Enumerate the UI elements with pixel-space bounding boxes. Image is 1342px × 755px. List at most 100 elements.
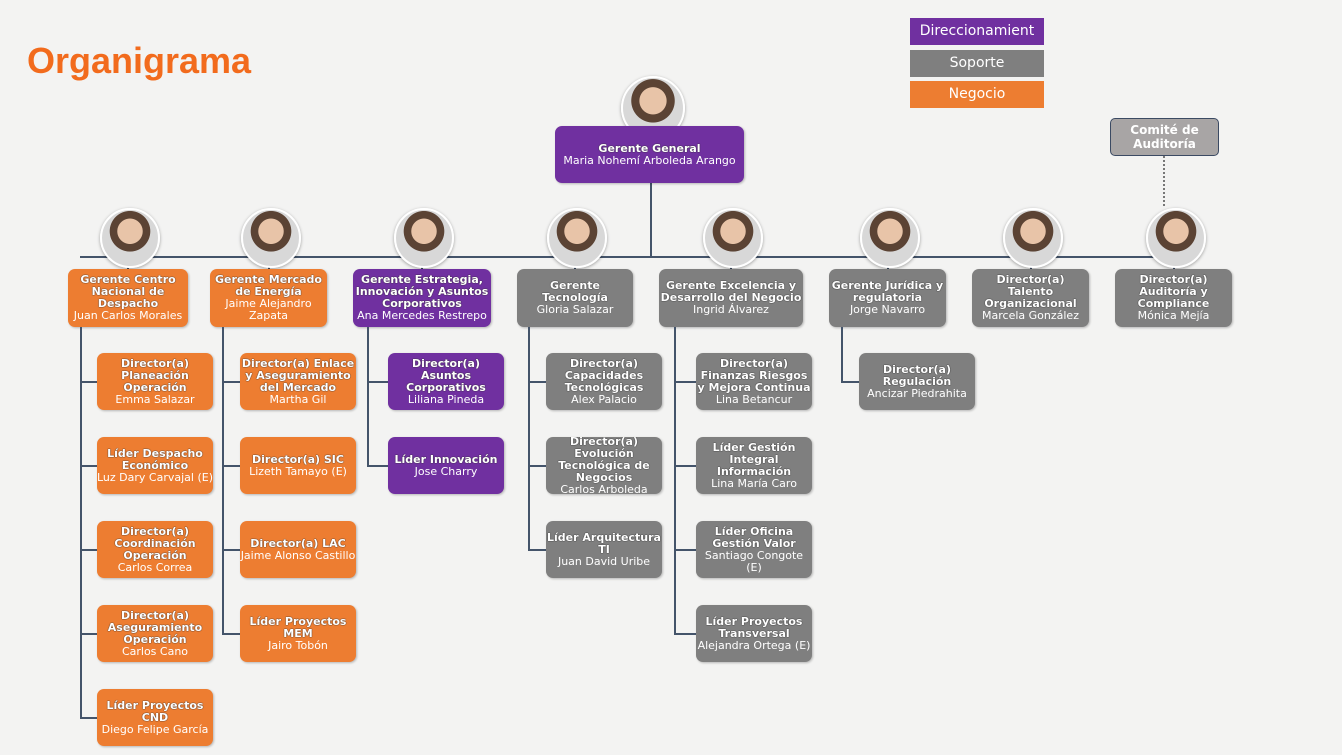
box-person-name: Ancizar Piedrahita bbox=[867, 386, 967, 400]
report-box[interactable]: Director(a) Evolución Tecnológica de Neg… bbox=[546, 437, 662, 494]
box-title: Gerente Centro Nacional de Despacho bbox=[80, 273, 176, 310]
box-title: Líder Gestión Integral Información bbox=[712, 440, 796, 478]
box-title: Director(a) Enlace y Aseguramiento del M… bbox=[241, 356, 355, 394]
box-title: Líder Oficina Gestión Valor bbox=[712, 524, 796, 550]
box-title: Líder Arquitectura TI bbox=[547, 530, 661, 556]
connector-line bbox=[528, 549, 546, 551]
report-box[interactable]: Director(a) Finanzas Riesgos y Mejora Co… bbox=[696, 353, 812, 410]
connector-line bbox=[222, 633, 240, 635]
box-person-name: Jairo Tobón bbox=[268, 638, 328, 652]
box-title: Líder Proyectos Transversal bbox=[705, 614, 803, 640]
box-person-name: Juan David Uribe bbox=[557, 554, 651, 568]
box-title: Director(a) Asuntos Corporativos bbox=[406, 356, 486, 394]
box-title: Gerente Tecnología bbox=[542, 279, 608, 304]
report-box[interactable]: Director(a) Enlace y Aseguramiento del M… bbox=[240, 353, 356, 410]
box-title: Director(a) Aseguramiento Operación bbox=[107, 608, 203, 646]
box-person-name: Martha Gil bbox=[269, 392, 327, 406]
box-person-name: Liliana Pineda bbox=[407, 392, 485, 406]
box-title: Líder Proyectos MEM bbox=[249, 614, 347, 640]
person-photo bbox=[1145, 208, 1206, 268]
connector-line bbox=[80, 465, 97, 467]
connector-line bbox=[367, 381, 388, 383]
box-title: Gerente Jurídica y regulatoria bbox=[831, 279, 944, 304]
connector-line bbox=[222, 465, 240, 467]
box-person-name: Emma Salazar bbox=[115, 392, 195, 406]
connector-line bbox=[674, 633, 696, 635]
connector-line bbox=[841, 381, 859, 383]
box-title: Director(a) Finanzas Riesgos y Mejora Co… bbox=[697, 356, 811, 394]
connector-line bbox=[528, 465, 546, 467]
connector-line bbox=[80, 327, 82, 718]
connector-line bbox=[674, 465, 696, 467]
box-person-name: Luz Dary Carvajal (E) bbox=[97, 470, 213, 484]
manager-box[interactable]: Gerente Excelencia y Desarrollo del Nego… bbox=[659, 269, 803, 327]
connector-line bbox=[222, 381, 240, 383]
box-title: Líder Proyectos CND bbox=[106, 698, 204, 724]
connector-line bbox=[80, 633, 97, 635]
box-title: Gerente General bbox=[598, 141, 701, 155]
box-title: Líder Despacho Económico bbox=[107, 446, 203, 472]
person-photo bbox=[547, 208, 607, 268]
box-title: Director(a) Talento Organizacional bbox=[984, 273, 1077, 310]
box-person-name: Juan Carlos Morales bbox=[73, 309, 183, 322]
box-title: Gerente Excelencia y Desarrollo del Nego… bbox=[660, 279, 802, 304]
box-person-name: Alejandra Ortega (E) bbox=[697, 638, 811, 652]
box-person-name: Carlos Cano bbox=[121, 644, 189, 658]
box-title: Director(a) Regulación bbox=[882, 362, 952, 388]
box-title: Director(a) Evolución Tecnológica de Neg… bbox=[558, 437, 650, 484]
box-person-name: Jaime Alejandro Zapata bbox=[225, 297, 312, 322]
box-person-name: Lina Betancur bbox=[715, 392, 793, 406]
box-person-name: Carlos Arboleda bbox=[560, 482, 648, 494]
box-person-name: Marcela González bbox=[982, 309, 1079, 322]
box-title: Director(a) Coordinación Operación bbox=[114, 524, 196, 562]
connector-line bbox=[80, 381, 97, 383]
person-photo bbox=[394, 208, 454, 268]
committee-box: Comité de Auditoría bbox=[1110, 118, 1219, 156]
person-photo bbox=[240, 208, 301, 268]
connector-line bbox=[80, 549, 97, 551]
main-horizontal-connector bbox=[80, 256, 1175, 258]
manager-box[interactable]: Gerente Estrategia, Innovación y Asuntos… bbox=[353, 269, 491, 327]
box-person-name: Carlos Correa bbox=[117, 560, 193, 574]
box-person-name: Jorge Navarro bbox=[849, 303, 926, 316]
connector-line bbox=[674, 327, 676, 634]
connector-line bbox=[674, 381, 696, 383]
person-photo bbox=[1002, 208, 1063, 268]
box-person-name: Maria Nohemí Arboleda Arango bbox=[563, 153, 736, 167]
box-title: Gerente Mercado de Energía bbox=[215, 273, 322, 298]
legend-soporte: Soporte bbox=[910, 50, 1044, 77]
box-person-name: Alex Palacio bbox=[571, 392, 637, 406]
box-person-name: Ingrid Álvarez bbox=[693, 303, 769, 316]
box-title: Director(a) SIC bbox=[252, 452, 344, 466]
connector-line bbox=[222, 549, 240, 551]
box-title: Director(a) Capacidades Tecnológicas bbox=[564, 356, 644, 394]
box-person-name: Jaime Alonso Castillo bbox=[240, 548, 356, 562]
person-photo bbox=[100, 208, 160, 268]
box-person-name: Lina María Caro bbox=[711, 476, 797, 490]
box-person-name: Gloria Salazar bbox=[536, 303, 614, 316]
connector-line bbox=[841, 327, 843, 382]
